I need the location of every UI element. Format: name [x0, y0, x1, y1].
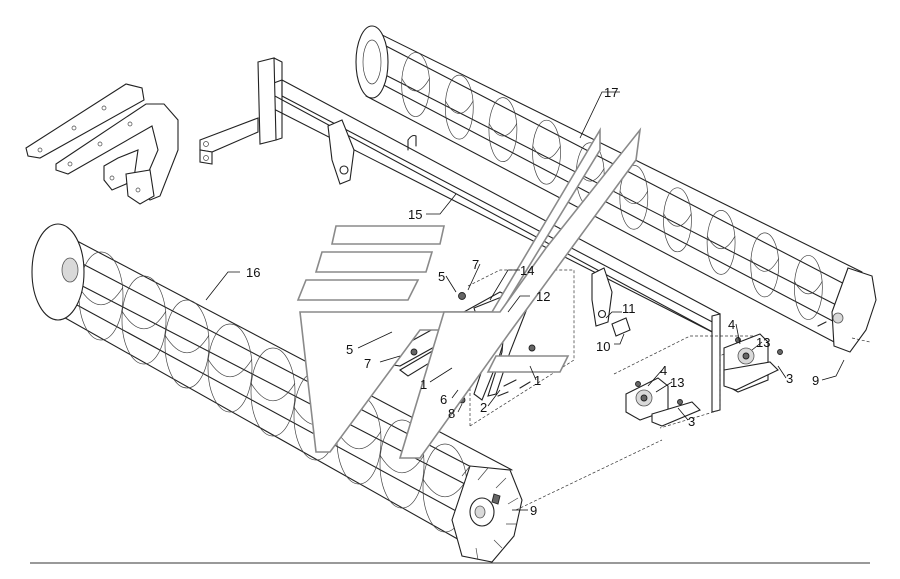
roller-ring — [250, 347, 296, 437]
callout-13-left: 13 — [670, 375, 684, 390]
roller-spoke — [250, 383, 296, 401]
callout-13-right: 13 — [756, 335, 770, 350]
callout-10: 10 — [596, 339, 610, 354]
frame-beam — [199, 57, 721, 413]
linkage-arms — [25, 83, 179, 205]
roller-spoke — [619, 190, 649, 205]
roller-ring — [444, 74, 474, 140]
callout-7-lower: 7 — [364, 356, 371, 371]
roller-ring — [164, 299, 210, 389]
roller-upper — [355, 25, 877, 353]
roller-spoke — [444, 100, 474, 114]
roller-spoke — [379, 455, 425, 473]
callout-4-left: 4 — [660, 363, 667, 378]
roller-ring — [619, 164, 649, 230]
roller-spoke — [401, 77, 430, 92]
callout-16: 16 — [246, 265, 260, 280]
callout-11: 11 — [622, 301, 636, 316]
callout-12: 12 — [536, 289, 550, 304]
callout-5-upper: 5 — [438, 269, 445, 284]
callout-5-lower: 5 — [346, 342, 353, 357]
callout-14: 14 — [520, 263, 534, 278]
roller-spoke — [78, 287, 124, 305]
callout-2: 2 — [480, 400, 487, 415]
roller-spoke — [422, 479, 468, 497]
roller-ring — [532, 119, 561, 185]
roller-spoke — [121, 311, 167, 329]
leader-lines — [205, 91, 845, 511]
callout-9-left: 9 — [530, 503, 537, 518]
roller-spoke — [706, 235, 736, 250]
callout-4-right: 4 — [728, 317, 735, 332]
roller-ring — [207, 323, 253, 413]
roller-spoke — [207, 359, 253, 377]
roller-spoke — [164, 335, 210, 353]
callout-17: 17 — [604, 85, 618, 100]
callout-1-right: 1 — [534, 373, 541, 388]
bearing-assembly — [611, 317, 783, 429]
roller-spoke — [663, 213, 692, 227]
roller-ring — [706, 210, 736, 275]
callout-9-right: 9 — [812, 373, 819, 388]
roller-spoke — [750, 258, 780, 272]
roller-ring — [121, 275, 167, 365]
callout-3-left: 3 — [688, 414, 695, 429]
callout-6: 6 — [440, 392, 447, 407]
callout-labels: 17 15 16 14 12 11 10 5 7 5 7 1 1 6 8 2 4… — [246, 85, 819, 518]
roller-ring — [750, 232, 780, 298]
callout-8: 8 — [448, 406, 455, 421]
callout-1-left: 1 — [420, 377, 427, 392]
roller-ring — [663, 187, 692, 253]
callout-3-right: 3 — [786, 371, 793, 386]
callout-15: 15 — [408, 207, 422, 222]
roller-spoke — [532, 145, 561, 159]
watermark-logo — [296, 127, 642, 459]
roller-ring — [488, 97, 518, 162]
roller-ring — [794, 255, 823, 320]
callout-7-upper: 7 — [472, 257, 479, 272]
roller-spoke — [794, 280, 823, 295]
roller-ring — [401, 52, 430, 117]
roller-ring — [379, 419, 425, 509]
roller-spoke — [488, 123, 518, 137]
